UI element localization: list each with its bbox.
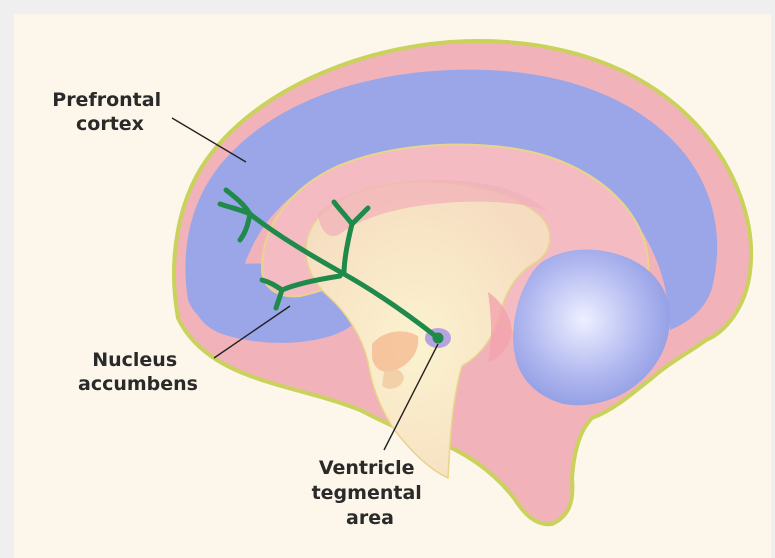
label-nucleus-accumbens: Nucleus accumbens [78, 349, 198, 395]
label-prefrontal-line1: Prefrontal [52, 89, 161, 111]
label-vta-line2: tegmental [312, 482, 422, 504]
label-prefrontal-cortex: Prefrontal cortex [52, 89, 167, 135]
label-vta-line1: Ventricle [319, 457, 415, 479]
label-vta-line3: area [346, 507, 394, 529]
label-nucleus-line2: accumbens [78, 373, 198, 395]
label-prefrontal-line2: cortex [76, 113, 144, 135]
label-nucleus-line1: Nucleus [92, 349, 177, 371]
vta-dot [433, 333, 444, 344]
label-vta: Ventricle tegmental area [312, 457, 429, 529]
